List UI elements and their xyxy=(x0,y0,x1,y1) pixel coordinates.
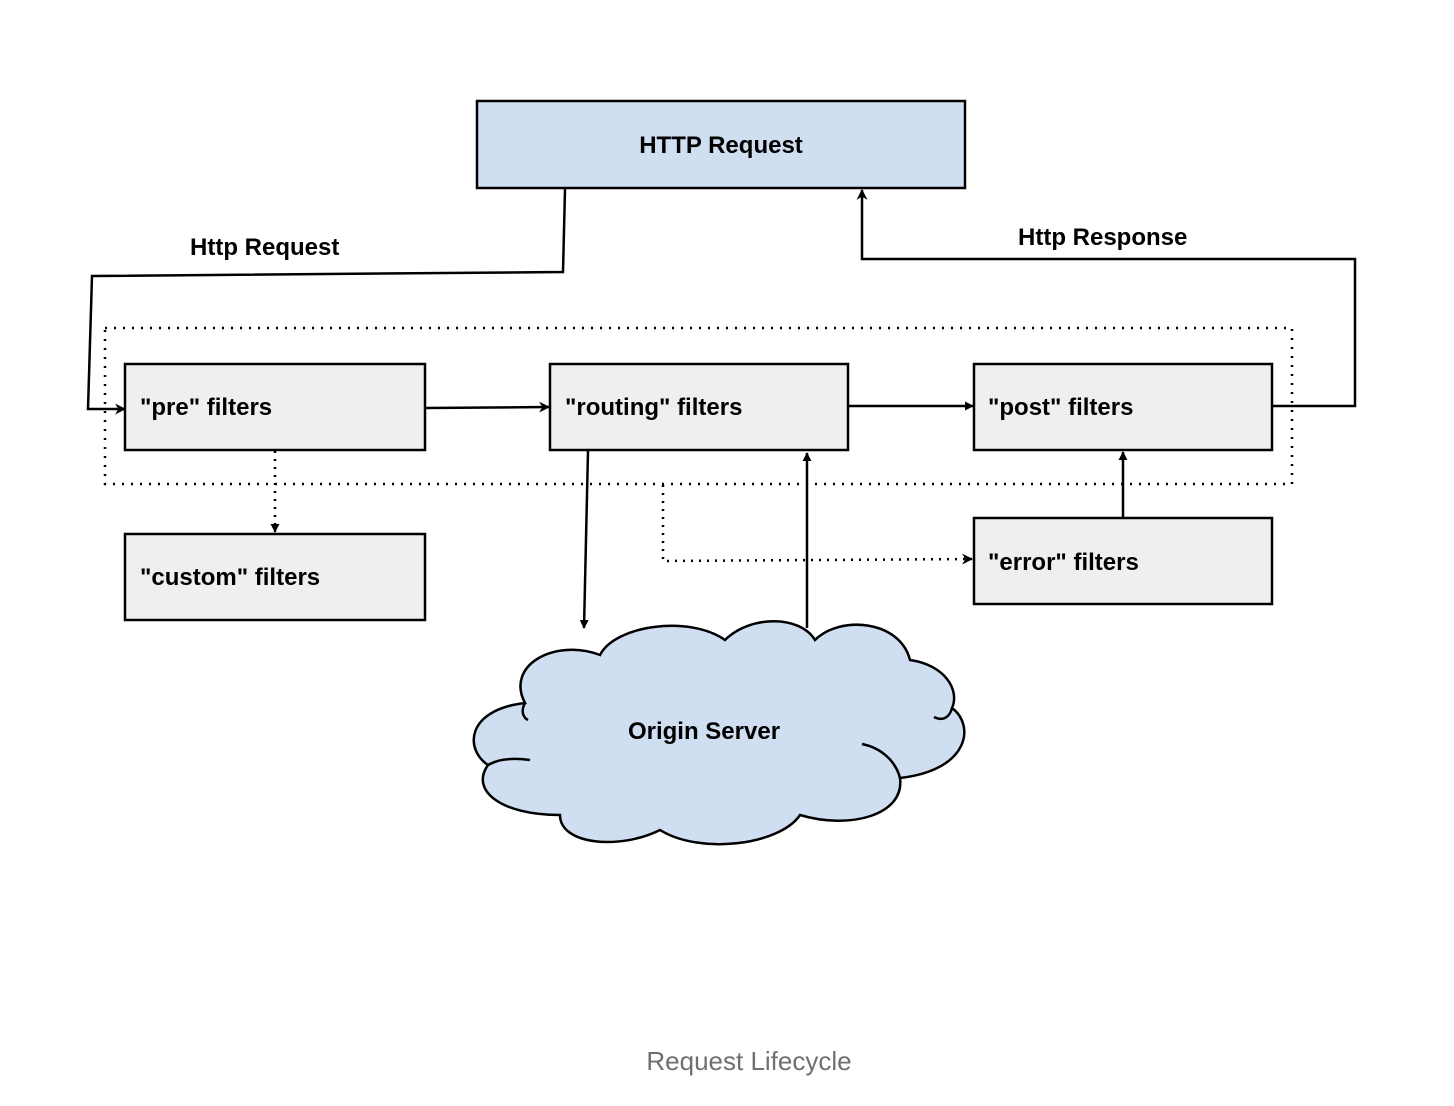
error-filters-label: "error" filters xyxy=(988,549,1139,576)
pre-filters-node: "pre" filters xyxy=(123,362,427,452)
edge-http-request-to-pre xyxy=(86,188,567,415)
origin-server-label: Origin Server xyxy=(628,718,780,745)
edge-post-to-http-response xyxy=(856,188,1357,408)
custom-filters-label: "custom" filters xyxy=(140,564,320,591)
pre-filters-label: "pre" filters xyxy=(140,394,272,421)
http-request-node-label: HTTP Request xyxy=(639,132,803,159)
http-request-edge-label: Http Request xyxy=(190,234,339,261)
post-filters-node: "post" filters xyxy=(972,362,1274,452)
routing-filters-label: "routing" filters xyxy=(565,394,742,421)
filter-chain-boundary xyxy=(103,326,1294,486)
post-filters-label: "post" filters xyxy=(988,394,1133,421)
routing-filters-node: "routing" filters xyxy=(548,362,850,452)
custom-filters-node: "custom" filters xyxy=(123,532,427,622)
error-filters-node: "error" filters xyxy=(972,516,1274,606)
diagram-caption: Request Lifecycle xyxy=(646,1046,852,1076)
http-request-node: HTTP Request xyxy=(475,99,967,190)
edge-chain-to-error xyxy=(661,485,974,565)
origin-server-cloud: Origin Server xyxy=(472,620,966,846)
edge-routing-to-origin xyxy=(579,450,590,629)
http-response-edge-label: Http Response xyxy=(1018,224,1187,251)
edge-pre-to-routing xyxy=(425,401,551,413)
